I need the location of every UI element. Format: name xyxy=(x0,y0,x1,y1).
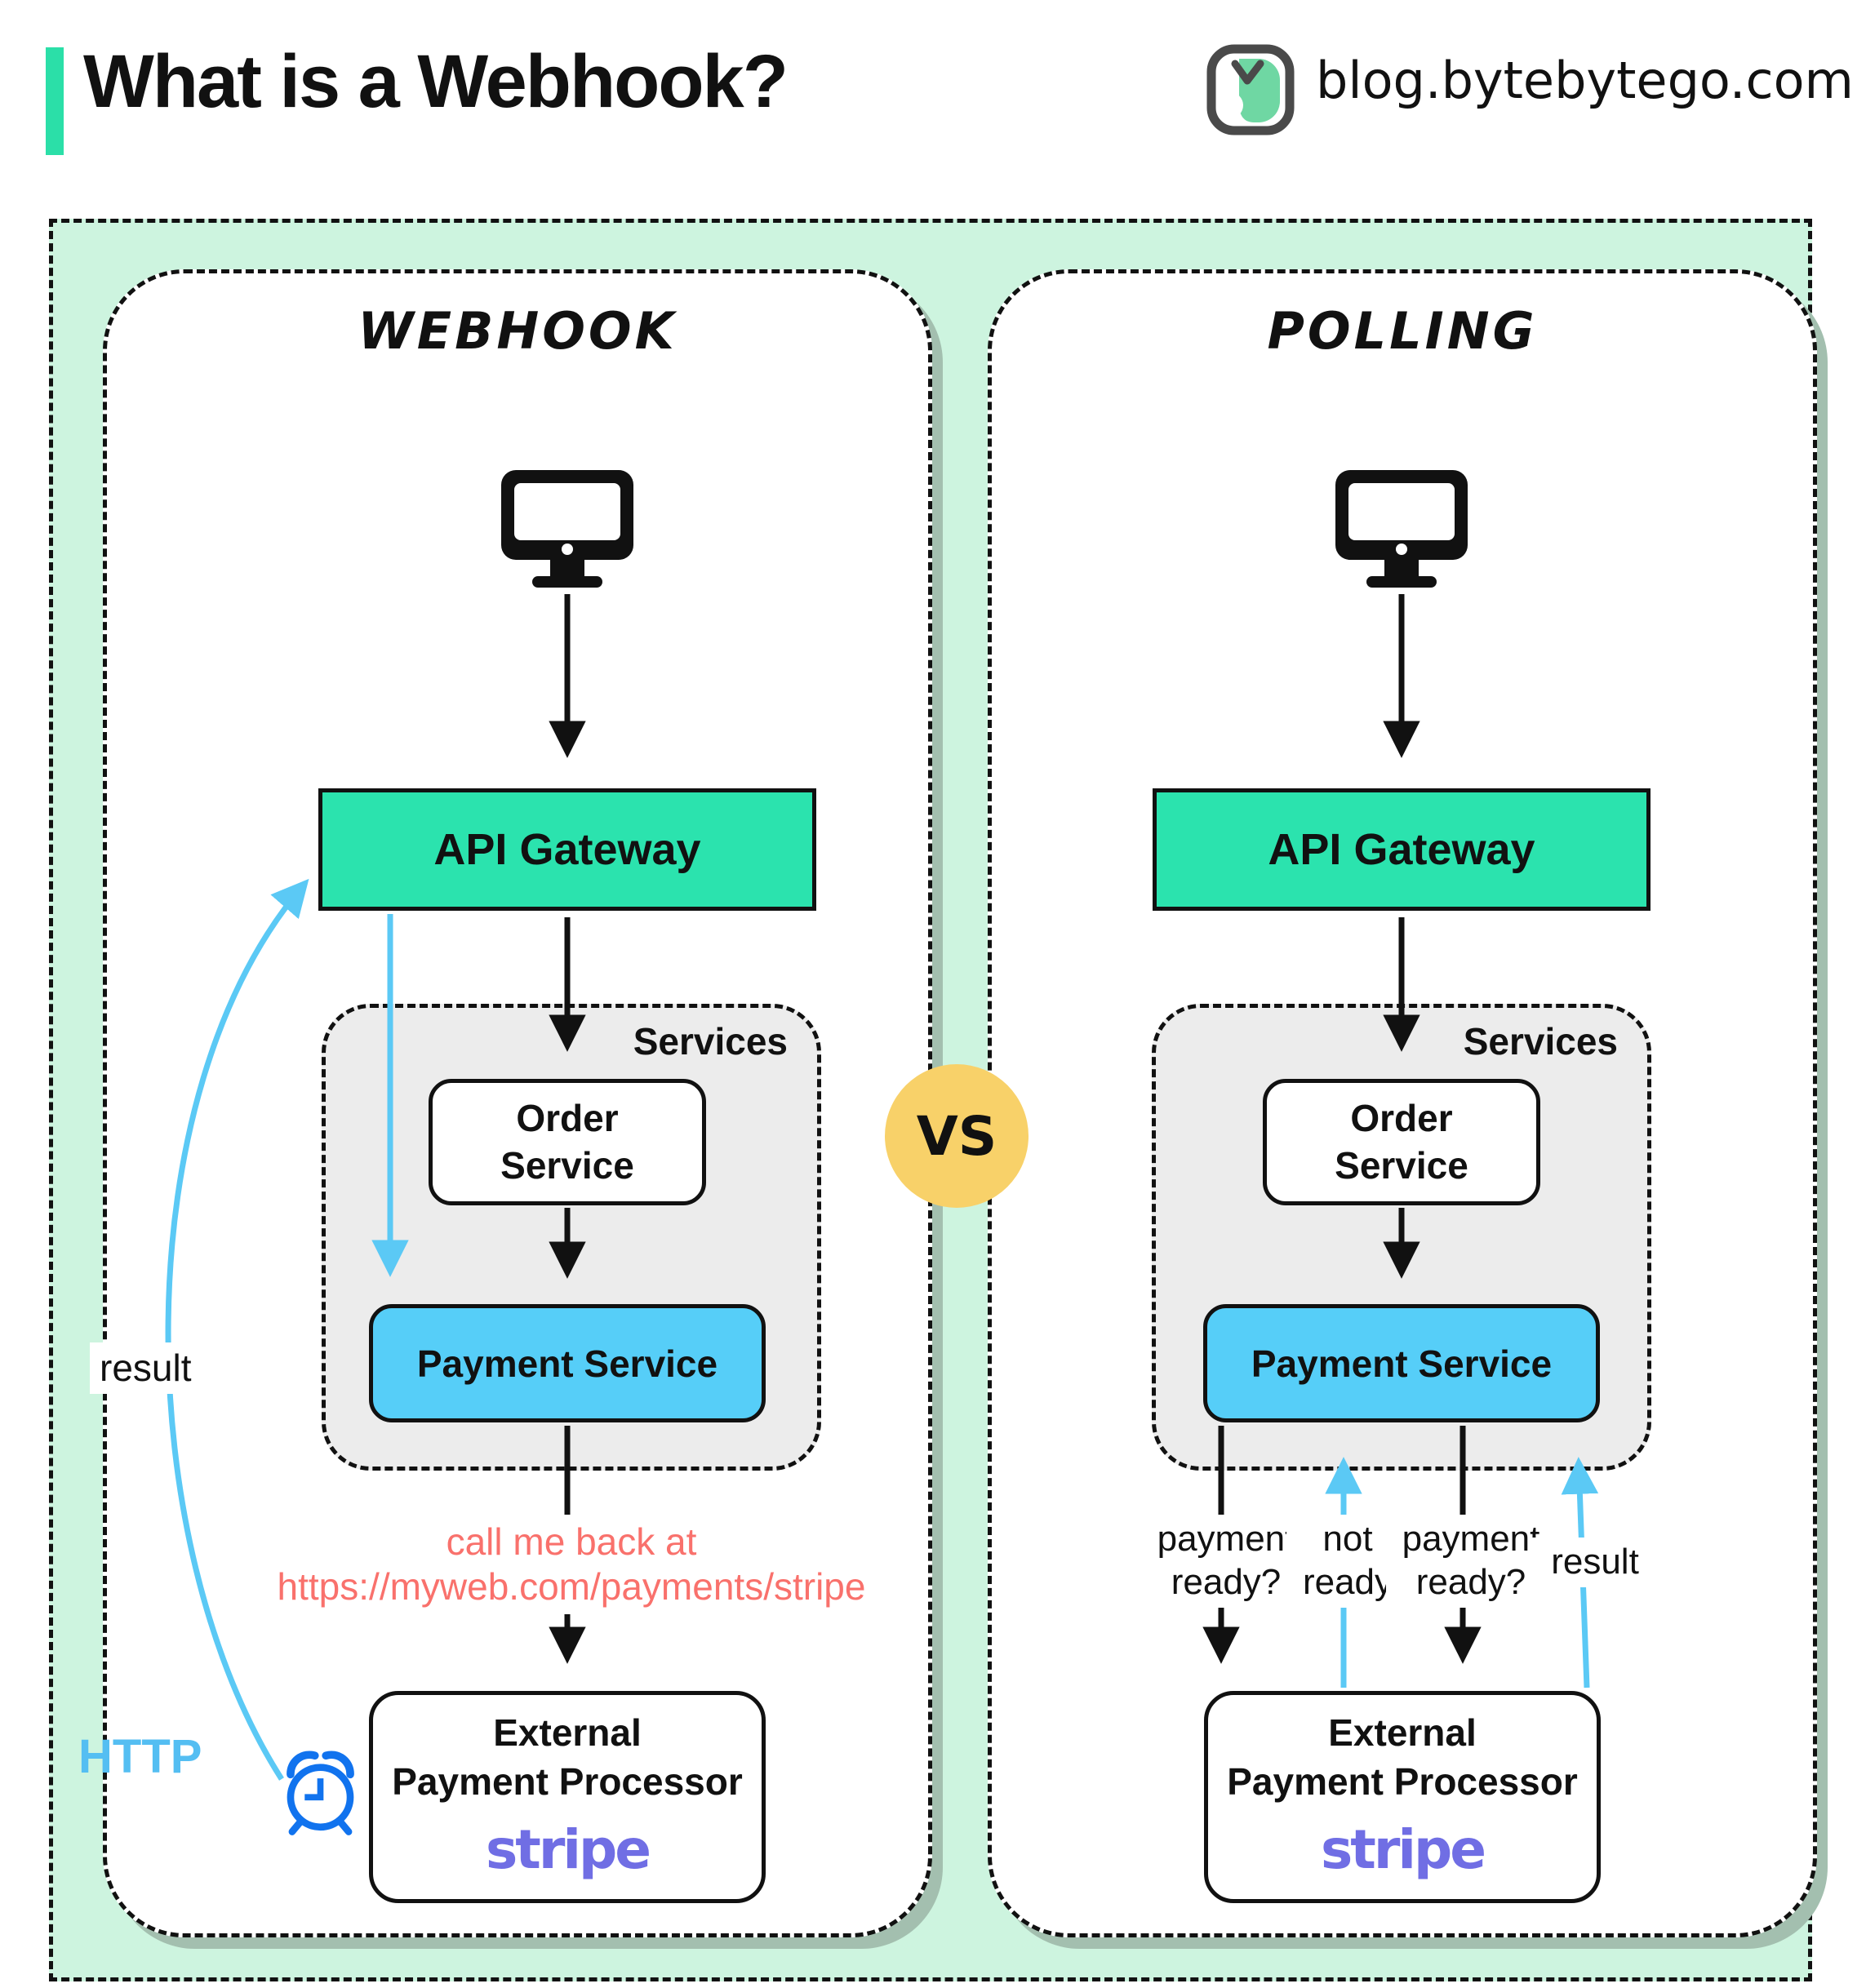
api-gateway-box: API Gateway xyxy=(318,788,816,911)
external-label-line2: Payment Processor xyxy=(392,1760,743,1804)
payment-service-box: Payment Service xyxy=(1203,1304,1600,1422)
order-service-box: Order Service xyxy=(1263,1079,1540,1205)
external-label-line2: Payment Processor xyxy=(1227,1760,1578,1804)
order-service-label-line1: Order xyxy=(1350,1097,1453,1139)
external-payment-processor-box: External Payment Processor stripe xyxy=(369,1691,766,1903)
webhook-panel-title: Webhook xyxy=(358,301,678,361)
bytebytego-logo-icon xyxy=(1205,44,1296,135)
polling-panel-title: Polling xyxy=(1267,301,1538,361)
order-service-label-line1: Order xyxy=(516,1097,619,1139)
payment-service-box: Payment Service xyxy=(369,1304,766,1422)
stripe-logo: stripe xyxy=(1320,1817,1486,1881)
desktop-computer-icon xyxy=(1332,467,1471,593)
callback-note-line1: call me back at xyxy=(446,1520,697,1563)
polling-services-label: Services xyxy=(1463,1020,1618,1063)
stripe-logo: stripe xyxy=(485,1817,651,1881)
order-service-label-line2: Service xyxy=(500,1143,634,1187)
poll-label-payment-ready-2: payment ready? xyxy=(1386,1515,1556,1608)
external-payment-processor-box: External Payment Processor stripe xyxy=(1204,1691,1601,1903)
order-service-label-line2: Service xyxy=(1335,1143,1468,1187)
callback-note: call me back at https://myweb.com/paymen… xyxy=(219,1515,924,1615)
poll-label-payment-ready-1: payment ready? xyxy=(1141,1515,1311,1608)
external-label-line1: External xyxy=(493,1711,642,1755)
desktop-computer-icon xyxy=(498,467,637,593)
callback-note-line2: https://myweb.com/payments/stripe xyxy=(277,1565,866,1609)
api-gateway-box: API Gateway xyxy=(1153,788,1651,911)
alarm-clock-icon xyxy=(269,1741,371,1847)
order-service-box: Order Service xyxy=(429,1079,706,1205)
result-label-polling: result xyxy=(1530,1538,1660,1587)
result-label-webhook: result xyxy=(90,1342,202,1395)
http-label: HTTP xyxy=(78,1730,202,1783)
external-label-line1: External xyxy=(1328,1711,1477,1755)
webhook-services-label: Services xyxy=(633,1020,788,1063)
site-name: blog.bytebytego.com xyxy=(1316,51,1854,110)
title-accent-bar xyxy=(46,47,64,155)
vs-badge: VS xyxy=(885,1064,1029,1208)
page-title: What is a Webhook? xyxy=(83,40,789,123)
